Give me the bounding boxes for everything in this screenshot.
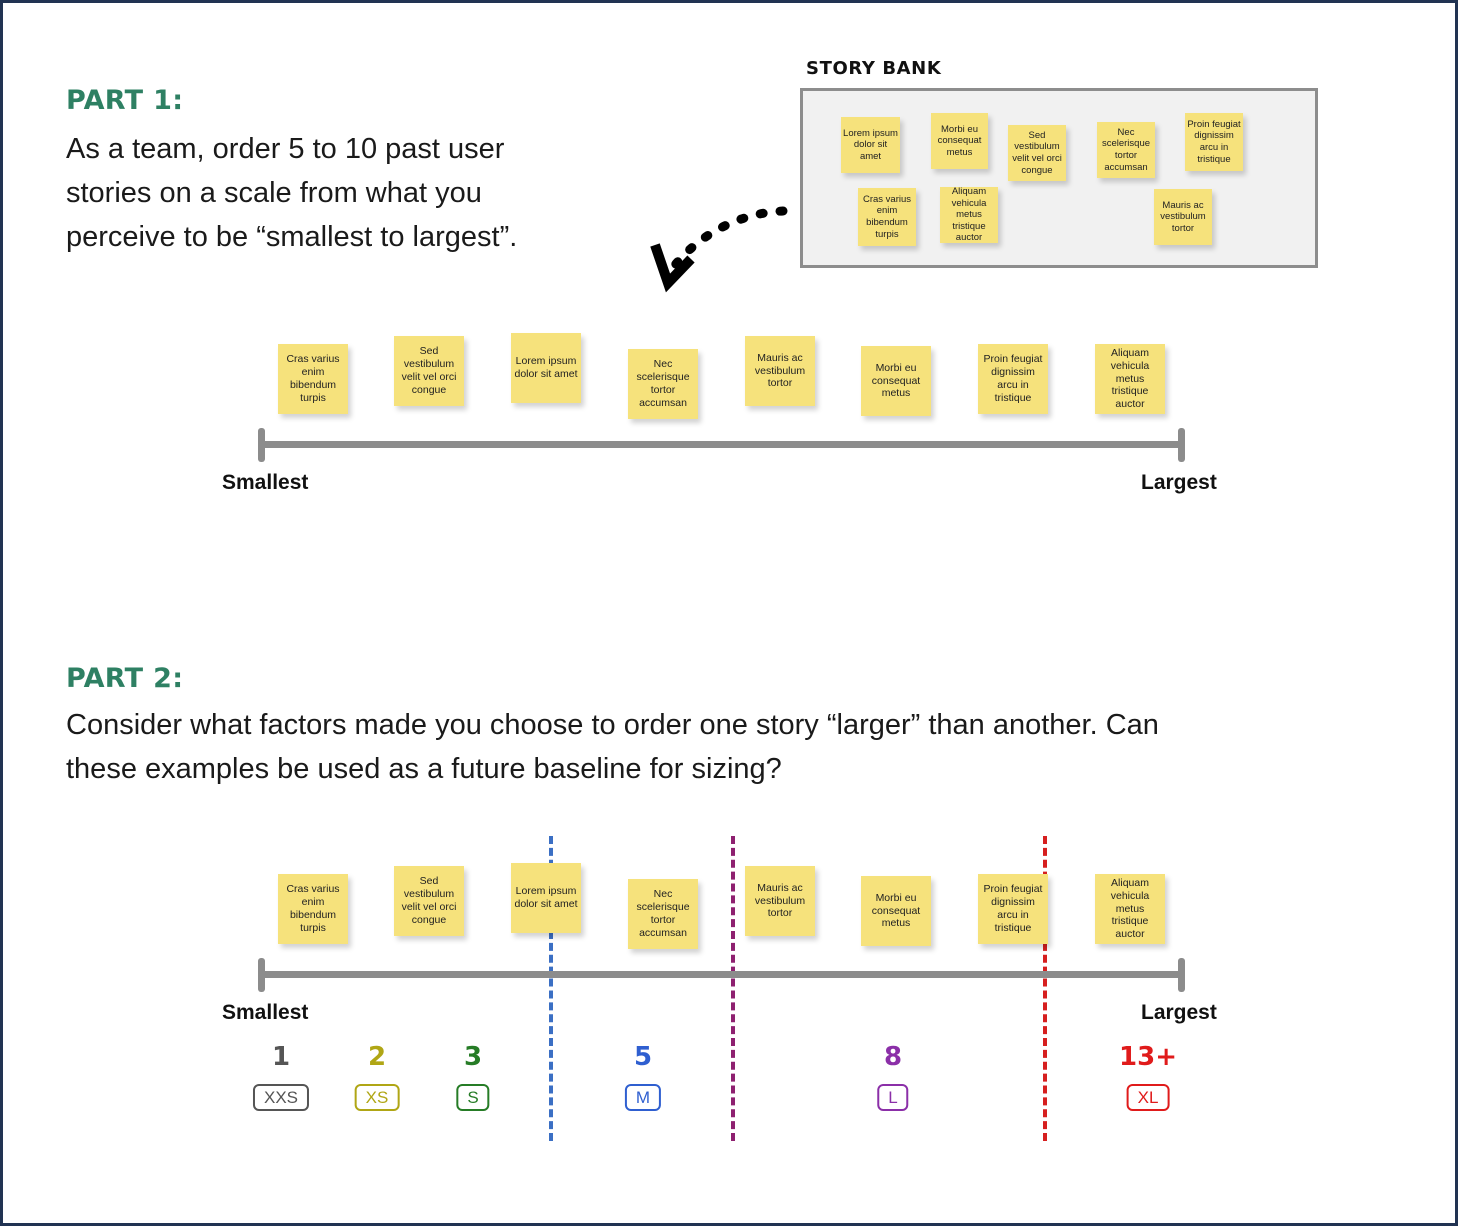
sticky-note-text: Cras varius enim bibendum turpis <box>286 353 340 404</box>
size-badge-m[interactable]: M <box>624 1084 662 1111</box>
size-number-xxs: 1 <box>271 1042 291 1072</box>
part1-note-2[interactable]: Lorem ipsum dolor sit amet <box>511 333 581 403</box>
part2-note-0[interactable]: Cras varius enim bibendum turpis <box>278 874 348 944</box>
sticky-note-text: Aliquam vehicula metus tristique auctor <box>1110 347 1150 411</box>
size-badge-l[interactable]: L <box>877 1084 909 1111</box>
sticky-note-text: Nec scelerisque tortor accumsan <box>1101 126 1151 173</box>
sticky-note-text: Proin feugiat dignissim arcu in tristiqu… <box>983 353 1043 404</box>
part1-axis-left-cap <box>258 428 265 462</box>
part1-axis-left-label: Smallest <box>222 471 309 494</box>
part1-note-7[interactable]: Aliquam vehicula metus tristique auctor <box>1095 344 1165 414</box>
part2-heading: PART 2: <box>66 663 184 694</box>
sticky-note-text: Proin feugiat dignissim arcu in tristiqu… <box>983 883 1043 934</box>
size-badge-xl[interactable]: XL <box>1126 1084 1170 1111</box>
part2-note-1[interactable]: Sed vestibulum velit vel orci congue <box>394 866 464 936</box>
part2-body-text: Consider what factors made you choose to… <box>66 709 1159 786</box>
story-bank-note-7[interactable]: Mauris ac vestibulum tortor <box>1154 189 1212 245</box>
divider-red <box>1043 836 1047 1141</box>
story-bank-note-5[interactable]: Cras varius enim bibendum turpis <box>858 188 916 246</box>
sticky-note-text: Morbi eu consequat metus <box>871 891 921 930</box>
sticky-note-text: Aliquam vehicula metus tristique auctor <box>1110 877 1150 941</box>
part2-axis-left-label: Smallest <box>222 1001 309 1024</box>
story-bank-title: STORY BANK <box>806 58 942 79</box>
divider-blue <box>549 836 553 1141</box>
part1-note-5[interactable]: Morbi eu consequat metus <box>861 346 931 416</box>
part2-axis-line <box>262 971 1182 978</box>
part2-note-3[interactable]: Nec scelerisque tortor accumsan <box>628 879 698 949</box>
story-bank-note-0[interactable]: Lorem ipsum dolor sit amet <box>841 117 900 173</box>
sticky-note-text: Morbi eu consequat metus <box>937 123 982 158</box>
part1-note-4[interactable]: Mauris ac vestibulum tortor <box>745 336 815 406</box>
part1-note-0[interactable]: Cras varius enim bibendum turpis <box>278 344 348 414</box>
size-number-xl: 13+ <box>1119 1042 1177 1072</box>
sticky-note-text: Lorem ipsum dolor sit amet <box>514 885 578 910</box>
size-badge-xxs[interactable]: XXS <box>252 1084 310 1111</box>
size-badge-s[interactable]: S <box>456 1084 490 1111</box>
sticky-note-text: Proin feugiat dignissim arcu in tristiqu… <box>1187 118 1241 165</box>
sticky-note-text: Sed vestibulum velit vel orci congue <box>401 875 457 926</box>
part2-note-6[interactable]: Proin feugiat dignissim arcu in tristiqu… <box>978 874 1048 944</box>
sticky-note-text: Lorem ipsum dolor sit amet <box>514 355 578 380</box>
sticky-note-text: Nec scelerisque tortor accumsan <box>636 888 690 939</box>
part2-axis-right-label: Largest <box>1141 1001 1217 1024</box>
sticky-note-text: Lorem ipsum dolor sit amet <box>843 127 898 162</box>
part1-axis-line <box>262 441 1182 448</box>
story-bank-note-4[interactable]: Proin feugiat dignissim arcu in tristiqu… <box>1185 113 1243 171</box>
divider-purple <box>731 836 735 1141</box>
sticky-note-text: Cras varius enim bibendum turpis <box>286 883 340 934</box>
sticky-note-text: Mauris ac vestibulum tortor <box>754 881 806 920</box>
size-number-xs: 2 <box>367 1042 387 1072</box>
sticky-note-text: Sed vestibulum velit vel orci congue <box>1012 129 1062 176</box>
part2-note-2[interactable]: Lorem ipsum dolor sit amet <box>511 863 581 933</box>
part2-note-4[interactable]: Mauris ac vestibulum tortor <box>745 866 815 936</box>
part1-note-3[interactable]: Nec scelerisque tortor accumsan <box>628 349 698 419</box>
part1-note-1[interactable]: Sed vestibulum velit vel orci congue <box>394 336 464 406</box>
story-bank-note-2[interactable]: Sed vestibulum velit vel orci congue <box>1008 125 1066 181</box>
part2-note-7[interactable]: Aliquam vehicula metus tristique auctor <box>1095 874 1165 944</box>
sticky-note-text: Morbi eu consequat metus <box>871 361 921 400</box>
story-bank-note-1[interactable]: Morbi eu consequat metus <box>931 113 988 169</box>
part1-heading: PART 1: <box>66 85 184 116</box>
size-number-m: 5 <box>633 1042 653 1072</box>
part1-note-6[interactable]: Proin feugiat dignissim arcu in tristiqu… <box>978 344 1048 414</box>
sticky-note-text: Cras varius enim bibendum turpis <box>862 193 912 240</box>
sticky-note-text: Sed vestibulum velit vel orci congue <box>401 345 457 396</box>
part1-axis-right-cap <box>1178 428 1185 462</box>
story-bank-note-6[interactable]: Aliquam vehicula metus tristique auctor <box>940 186 998 244</box>
size-number-l: 8 <box>883 1042 903 1072</box>
size-number-s: 3 <box>463 1042 483 1072</box>
part2-axis-right-cap <box>1178 958 1185 992</box>
sticky-note-text: Mauris ac vestibulum tortor <box>754 351 806 390</box>
curved-dashed-arrow-icon <box>633 183 803 308</box>
sticky-note-text: Mauris ac vestibulum tortor <box>1160 199 1206 234</box>
size-badge-xs[interactable]: XS <box>354 1084 400 1111</box>
part2-axis-left-cap <box>258 958 265 992</box>
sticky-note-text: Aliquam vehicula metus tristique auctor <box>951 186 987 244</box>
part1-axis-right-label: Largest <box>1141 471 1217 494</box>
part2-note-5[interactable]: Morbi eu consequat metus <box>861 876 931 946</box>
story-bank-note-3[interactable]: Nec scelerisque tortor accumsan <box>1097 122 1155 178</box>
part1-body-text: As a team, order 5 to 10 past user stori… <box>66 133 518 254</box>
sticky-note-text: Nec scelerisque tortor accumsan <box>636 358 690 409</box>
